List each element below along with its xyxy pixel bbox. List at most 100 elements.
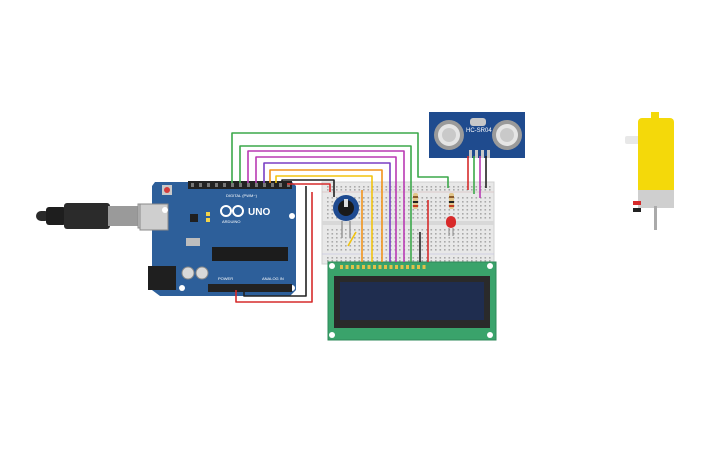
arduino-uno-board[interactable]: UNO ARDUINO DIGITAL (PWM~) POWER ANALOG … xyxy=(139,181,296,296)
breadboard-hole xyxy=(358,205,361,207)
breadboard-hole xyxy=(444,237,446,239)
breadboard-hole xyxy=(444,197,446,199)
breadboard-hole xyxy=(417,233,419,235)
breadboard-hole xyxy=(367,213,370,215)
dc-motor-icon[interactable] xyxy=(625,112,674,230)
breadboard-hole xyxy=(417,217,419,219)
breadboard-hole xyxy=(430,233,433,235)
breadboard-hole xyxy=(466,249,469,251)
breadboard-hole xyxy=(363,189,365,191)
breadboard-hole xyxy=(466,237,469,239)
breadboard-hole xyxy=(417,189,419,191)
breadboard-hole xyxy=(435,245,437,247)
breadboard-hole xyxy=(439,205,442,207)
breadboard-hole xyxy=(385,209,388,211)
breadboard-hole xyxy=(417,241,419,243)
breadboard-hole xyxy=(475,205,478,207)
breadboard-hole xyxy=(426,260,428,262)
breadboard-hole xyxy=(480,233,482,235)
breadboard-hole xyxy=(327,205,329,207)
resistor-icon-2 xyxy=(449,193,454,209)
breadboard-hole xyxy=(331,257,334,259)
breadboard-hole xyxy=(421,257,424,259)
breadboard-hole xyxy=(385,237,388,239)
breadboard-hole xyxy=(430,249,433,251)
breadboard-hole xyxy=(363,249,365,251)
breadboard-hole xyxy=(363,217,365,219)
breadboard-hole xyxy=(331,241,334,243)
breadboard-hole xyxy=(327,217,329,219)
breadboard-hole xyxy=(444,201,446,203)
potentiometer-icon[interactable] xyxy=(333,195,359,238)
breadboard-hole xyxy=(417,229,419,231)
breadboard-hole xyxy=(354,260,356,262)
breadboard-hole xyxy=(331,260,334,262)
breadboard-hole xyxy=(453,209,455,211)
breadboard-hole xyxy=(484,245,487,247)
breadboard-hole xyxy=(412,189,415,191)
breadboard-hole xyxy=(480,257,482,259)
breadboard-hole xyxy=(430,201,433,203)
breadboard-hole xyxy=(480,201,482,203)
breadboard-hole xyxy=(367,237,370,239)
breadboard-hole xyxy=(471,260,473,262)
breadboard-hole xyxy=(358,257,361,259)
breadboard-hole xyxy=(408,233,410,235)
led-icon[interactable] xyxy=(446,216,456,236)
breadboard-hole xyxy=(471,186,473,188)
breadboard-hole xyxy=(367,245,370,247)
breadboard-hole xyxy=(430,245,433,247)
breadboard-hole xyxy=(421,249,424,251)
breadboard-hole xyxy=(412,229,415,231)
breadboard-hole xyxy=(349,257,352,259)
breadboard-hole xyxy=(444,205,446,207)
lcd-pin xyxy=(345,265,349,269)
breadboard-hole xyxy=(408,186,410,188)
breadboard-hole xyxy=(399,260,401,262)
breadboard-hole xyxy=(399,237,401,239)
lcd-pin xyxy=(378,265,382,269)
breadboard-hole xyxy=(448,241,451,243)
breadboard-hole xyxy=(475,201,478,203)
breadboard-hole xyxy=(457,217,460,219)
breadboard-hole xyxy=(439,186,442,188)
breadboard[interactable] xyxy=(321,181,495,265)
breadboard-hole xyxy=(439,257,442,259)
breadboard-hole xyxy=(430,217,433,219)
breadboard-hole xyxy=(453,241,455,243)
breadboard-hole xyxy=(457,197,460,199)
breadboard-hole xyxy=(354,189,356,191)
breadboard-hole xyxy=(471,249,473,251)
breadboard-hole xyxy=(399,229,401,231)
breadboard-hole xyxy=(412,209,415,211)
breadboard-hole xyxy=(439,201,442,203)
breadboard-hole xyxy=(489,213,491,215)
breadboard-hole xyxy=(475,209,478,211)
breadboard-hole xyxy=(385,229,388,231)
breadboard-hole xyxy=(340,257,343,259)
breadboard-hole xyxy=(399,217,401,219)
breadboard-hole xyxy=(475,213,478,215)
breadboard-hole xyxy=(376,245,379,247)
breadboard-hole xyxy=(354,217,356,219)
breadboard-hole xyxy=(376,217,379,219)
breadboard-hole xyxy=(439,213,442,215)
breadboard-hole xyxy=(327,233,329,235)
hc-sr04-sensor[interactable]: HC-SR04 xyxy=(429,112,525,158)
breadboard-hole xyxy=(426,237,428,239)
breadboard-hole xyxy=(331,233,334,235)
lcd-pin xyxy=(406,265,409,269)
breadboard-hole xyxy=(354,186,356,188)
breadboard-hole xyxy=(439,229,442,231)
breadboard-hole xyxy=(327,201,329,203)
breadboard-hole xyxy=(426,241,428,243)
breadboard-hole xyxy=(363,237,365,239)
lcd-pin xyxy=(356,265,360,269)
breadboard-hole xyxy=(480,209,482,211)
lcd-16x2[interactable] xyxy=(327,261,497,341)
breadboard-hole xyxy=(367,233,370,235)
breadboard-hole xyxy=(430,209,433,211)
breadboard-hole xyxy=(358,186,361,188)
breadboard-hole xyxy=(327,257,329,259)
